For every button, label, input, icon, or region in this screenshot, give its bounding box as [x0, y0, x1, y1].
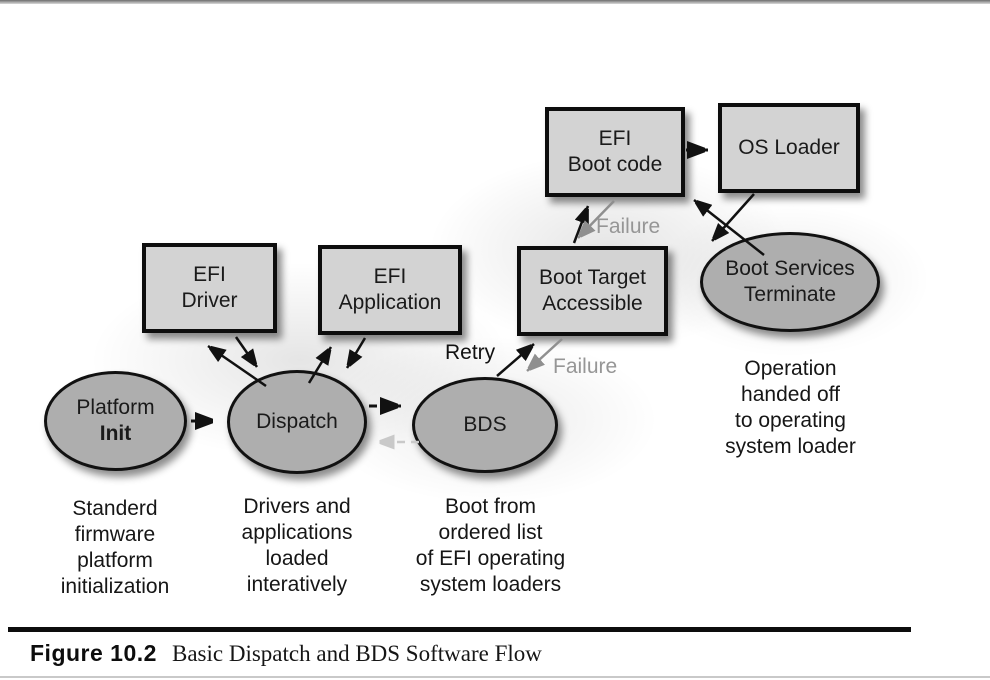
node-boot-target-accessible: Boot Target Accessible — [517, 246, 668, 336]
arrow-efi-driver-to-dispatch — [234, 336, 257, 367]
caption-dispatch: Drivers and applications loaded interati… — [241, 495, 353, 596]
node-bds: BDS — [412, 377, 558, 473]
platform-init-line2: Init — [99, 422, 132, 445]
node-boot-services-terminate: Boot Services Terminate — [700, 232, 880, 332]
caption-platform-init: Standerd firmware platform initializatio… — [60, 497, 170, 598]
retry-label: Retry — [445, 341, 496, 364]
bottom-rule — [0, 676, 990, 678]
arrow-os-loader-to-boot-services — [712, 193, 755, 241]
failure-label-lower: Failure — [553, 355, 618, 378]
node-dispatch: Dispatch — [227, 370, 367, 474]
arrow-boot-target-to-efi-boot-code — [572, 205, 590, 244]
platform-init-line1: Platform — [76, 396, 155, 419]
node-os-loader: OS Loader — [718, 103, 860, 193]
arrow-efi-application-to-dispatch — [347, 337, 367, 368]
caption-rule — [8, 627, 911, 632]
node-efi-driver: EFI Driver — [142, 243, 277, 333]
figure-title: Basic Dispatch and BDS Software Flow — [172, 641, 542, 666]
caption-boot-services-terminate: Operation handed off to operating system… — [725, 357, 856, 458]
top-rule — [0, 0, 990, 4]
node-efi-boot-code: EFI Boot code — [545, 107, 685, 197]
failure-label-upper: Failure — [596, 215, 661, 238]
figure-number: Figure 10.2 — [30, 640, 157, 666]
node-efi-application: EFI Application — [318, 245, 462, 335]
caption-bds: Boot from ordered list of EFI operating … — [415, 495, 566, 596]
arrow-bds-retry-to-boot-target — [496, 344, 534, 377]
